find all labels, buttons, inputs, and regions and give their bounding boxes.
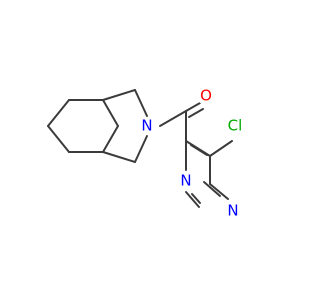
bond — [134, 89, 148, 117]
atom-label-O: O — [200, 87, 212, 105]
pyrimidine-ring — [185, 140, 233, 208]
pyrrolidine-ring — [102, 89, 148, 163]
bond — [185, 191, 200, 208]
molecule-structure-diagram: N O Cl N N — [47, 86, 246, 220]
label-bg — [138, 117, 156, 135]
atom-labels: N O Cl N N — [138, 87, 246, 220]
bond — [102, 99, 119, 127]
bond — [191, 193, 201, 204]
carbonyl-double-bond — [185, 102, 201, 112]
atom-label-Cl: Cl — [228, 117, 243, 135]
bond — [159, 110, 187, 127]
cyclohexane-ring — [47, 99, 119, 153]
bond — [203, 181, 221, 197]
bond — [102, 151, 136, 163]
amide-group — [159, 102, 204, 142]
bond — [102, 125, 119, 153]
bond — [209, 140, 233, 157]
bond — [47, 99, 70, 127]
label-bg — [197, 87, 215, 105]
atom-label-N-ring-left: N — [180, 172, 191, 190]
bond — [209, 183, 229, 200]
bond — [102, 89, 136, 101]
carbonyl-double-bond — [188, 108, 204, 118]
atom-label-N-amide: N — [141, 117, 152, 135]
bond — [47, 125, 70, 153]
bond — [134, 135, 148, 163]
atom-label-N-ring-bottom: N — [227, 202, 238, 220]
bond — [190, 144, 208, 156]
label-bg — [224, 202, 242, 220]
label-bg — [177, 172, 195, 190]
label-bg — [224, 115, 246, 137]
